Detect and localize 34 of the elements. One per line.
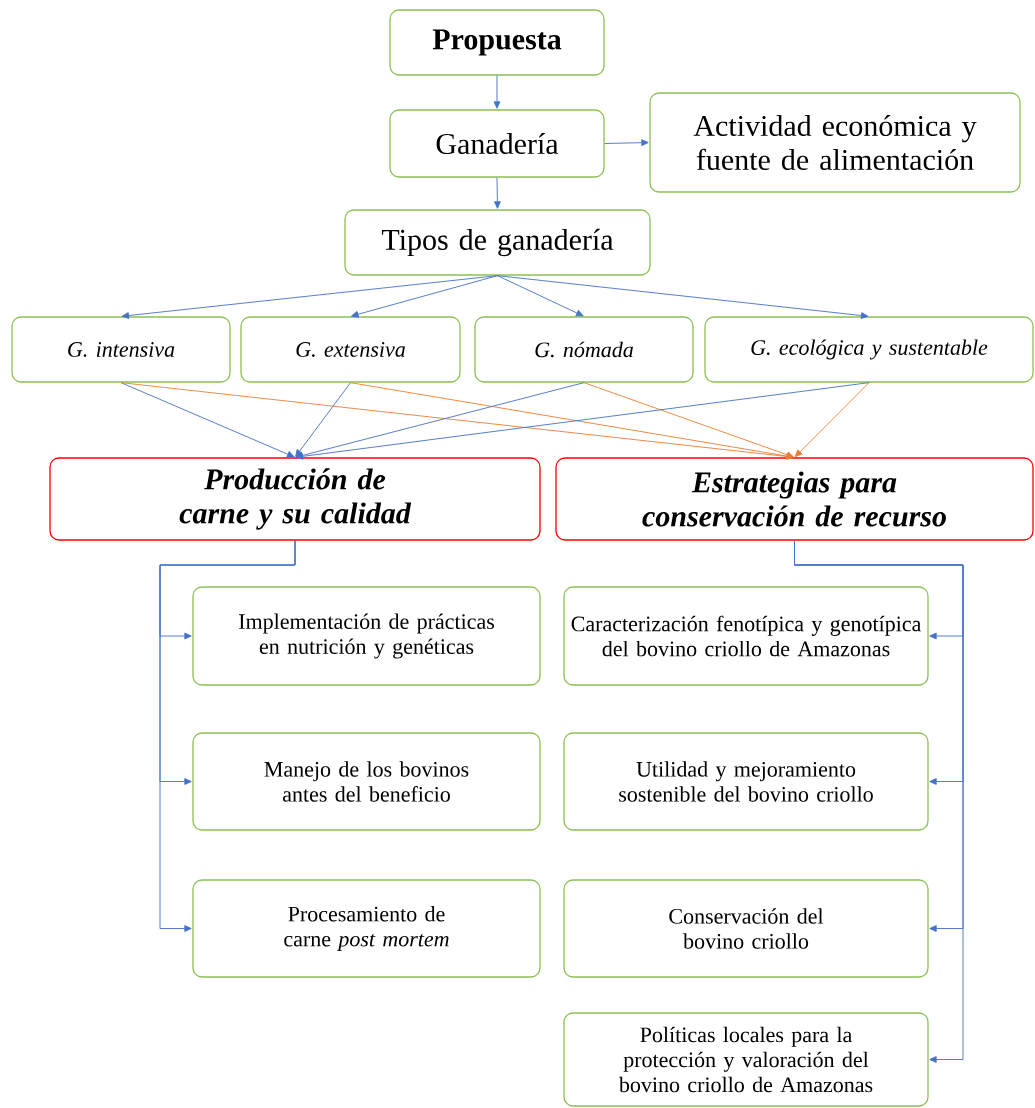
- category-box: G. intensiva: [11, 316, 231, 383]
- arrow: [295, 382, 585, 459]
- process-box: Manejo de los bovinos antes del beneficio: [192, 732, 541, 831]
- arrow: [494, 177, 501, 209]
- heading-box: Producción de carne y su calidad: [49, 457, 541, 541]
- process-box: Ganadería: [389, 109, 605, 178]
- arrow: [295, 382, 351, 457]
- arrow: [120, 382, 794, 460]
- arrow: [351, 275, 498, 318]
- arrow: [604, 139, 649, 147]
- arrow: [794, 540, 964, 1063]
- process-box: Políticas locales para la protección y valoración del bovino criollo de Amazonas: [563, 1012, 929, 1107]
- arrow: [350, 382, 794, 460]
- arrow: [120, 382, 295, 458]
- arrow: [794, 382, 870, 457]
- arrow: [497, 275, 869, 319]
- process-box: Conservación del bovino criollo: [563, 879, 929, 978]
- category-box: G. ecológica y sustentable: [704, 316, 1034, 383]
- arrow: [497, 275, 584, 317]
- process-box: Actividad económica y fuente de alimentación: [649, 92, 1021, 193]
- title-box: Propuesta: [389, 9, 605, 76]
- process-box: Procesamiento de carne post mortem: [192, 879, 541, 978]
- arrow: [493, 75, 501, 109]
- category-box: G. extensiva: [240, 316, 461, 383]
- category-box: G. nómada: [474, 316, 694, 383]
- process-box: Implementación de prácticas en nutrición y genéticas: [192, 586, 541, 686]
- arrow: [583, 382, 794, 459]
- process-box: Utilidad y mejoramiento sostenible del bovino criollo: [563, 732, 929, 831]
- arrow: [159, 540, 296, 932]
- arrow: [295, 382, 870, 460]
- heading-box: Estrategias para conservación de recurso: [555, 457, 1034, 541]
- process-box: Caracterización fenotípica y genotípica del bovino criollo de Amazonas: [563, 586, 929, 686]
- arrow: [121, 275, 498, 319]
- process-box: Tipos de ganadería: [344, 209, 651, 276]
